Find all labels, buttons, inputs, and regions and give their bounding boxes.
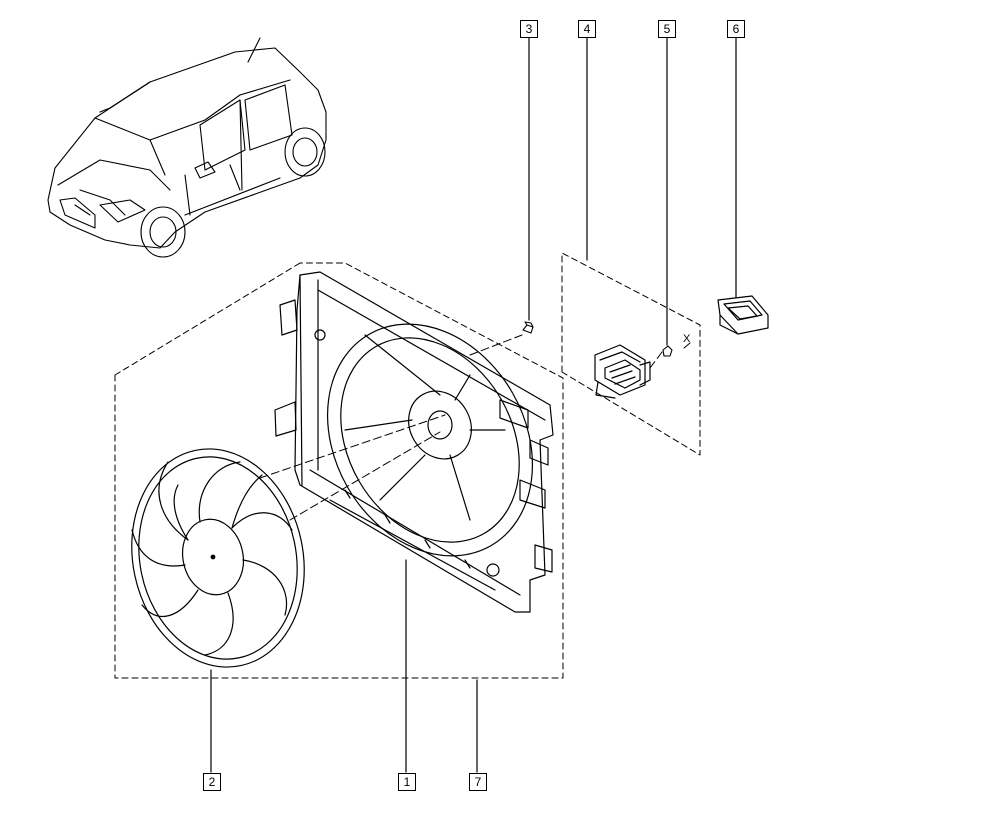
connector-icon [717,295,769,335]
callout-3: 3 [520,20,538,38]
module-dashed-outline [561,252,701,456]
callout-1: 1 [398,773,416,791]
fan-icon [131,448,305,668]
marker-x: X [683,333,691,345]
callout-5: 5 [658,20,676,38]
fan-shroud-icon [274,271,554,613]
resistor-module-icon [594,344,651,399]
clip-icon [662,345,673,357]
callout-7: 7 [469,773,487,791]
leader-lines [210,36,737,773]
screw-icon [522,321,534,334]
callout-2: 2 [203,773,221,791]
assembly-dashed-outline [114,262,564,679]
callout-4: 4 [578,20,596,38]
assembly-guide-lines [259,334,691,521]
car-icon [47,37,327,258]
callout-6: 6 [727,20,745,38]
